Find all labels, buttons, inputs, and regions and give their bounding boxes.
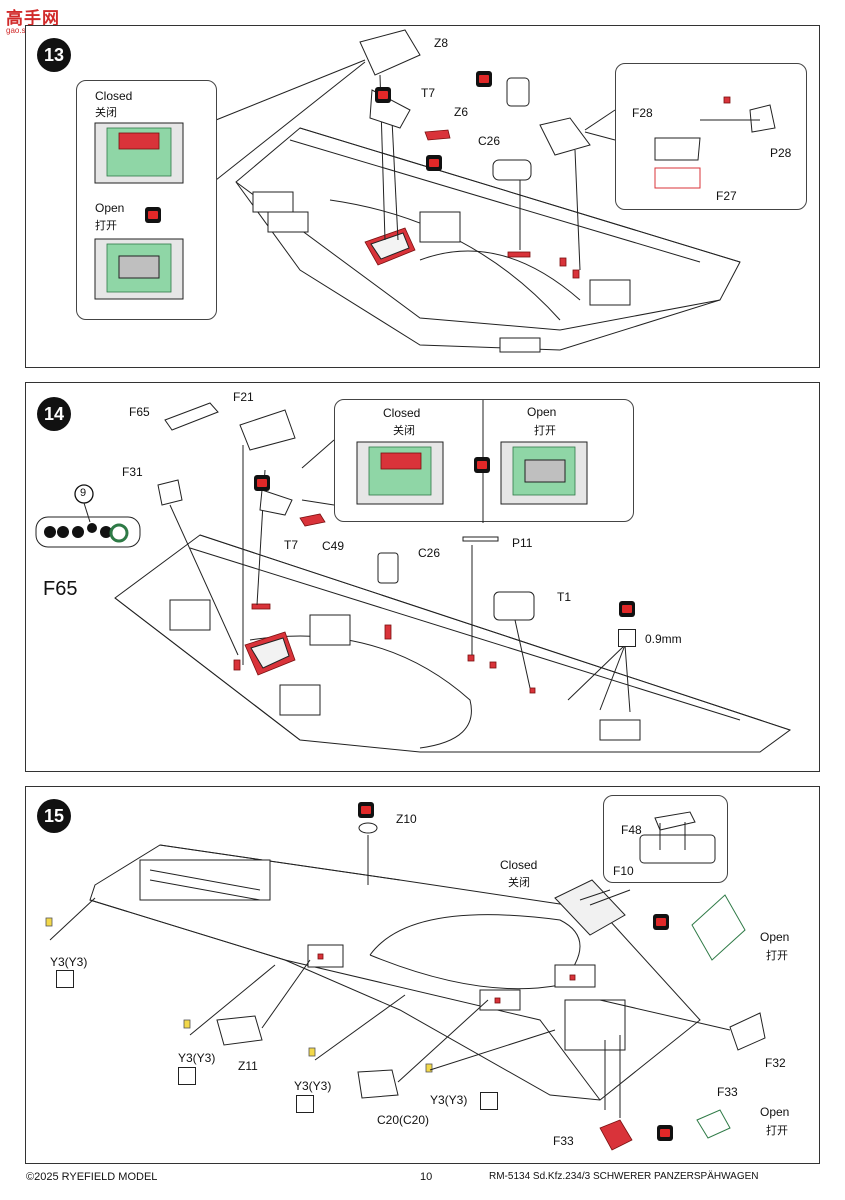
glue-icon <box>254 475 270 491</box>
flip-icon <box>619 601 635 617</box>
step-13-closed-cn: 关闭 <box>95 107 117 119</box>
part-c49: C49 <box>322 539 345 553</box>
part-p11: P11 <box>512 536 533 550</box>
part-f33-b: F33 <box>717 1085 738 1099</box>
part-y3-a: Y3(Y3) <box>50 955 88 969</box>
drill-icon <box>618 629 636 647</box>
part-f27: F27 <box>716 189 737 203</box>
flip-icon <box>426 155 442 171</box>
step-13-closed-label: Closed <box>95 89 133 103</box>
part-c26: C26 <box>478 134 501 148</box>
glue-icon <box>375 87 391 103</box>
part-z11: Z11 <box>238 1059 258 1073</box>
footer-product: RM-5134 Sd.Kfz.234/3 SCHWERER PANZERSPÄH… <box>489 1171 759 1182</box>
step-13-number: 13 <box>37 38 71 72</box>
step-13-detail-inset <box>615 63 807 210</box>
part-f33-a: F33 <box>553 1134 574 1148</box>
part-c26: C26 <box>418 546 441 560</box>
step-15-number: 15 <box>37 799 71 833</box>
part-p28: P28 <box>770 146 792 160</box>
paint-brush-icon <box>476 71 492 87</box>
step-14-closed-cn: 关闭 <box>393 425 415 437</box>
footer-copyright: ©2025 RYEFIELD MODEL <box>26 1171 158 1183</box>
footer-page-number: 10 <box>420 1171 433 1183</box>
part-y3-c: Y3(Y3) <box>294 1079 332 1093</box>
part-z8: Z8 <box>434 36 449 50</box>
part-f28: F28 <box>632 106 653 120</box>
part-t1: T1 <box>557 590 572 604</box>
closed-label: Closed <box>500 858 538 872</box>
dial-number: 9 <box>80 487 87 499</box>
open-close-icon <box>145 207 161 223</box>
part-y3-b: Y3(Y3) <box>178 1051 216 1065</box>
part-y3-d: Y3(Y3) <box>430 1093 468 1107</box>
part-f65: F65 <box>129 405 150 419</box>
step-13-open-label: Open <box>95 201 125 215</box>
part-t7: T7 <box>421 86 436 100</box>
part-f10: F10 <box>613 864 634 878</box>
closed-cn: 关闭 <box>508 877 530 889</box>
part-z10: Z10 <box>396 812 417 826</box>
step-14-closed-open-inset: Closed 关闭 Open 打开 <box>334 399 634 523</box>
hatch-views-14 <box>356 400 588 523</box>
glue-tool-icon <box>178 1067 196 1085</box>
step-14-open-cn: 打开 <box>534 425 556 437</box>
glue-tool-icon <box>56 970 74 988</box>
open-cn: 打开 <box>766 950 788 962</box>
flip-icon-2 <box>653 914 669 930</box>
step-13-open-cn: 打开 <box>95 220 117 232</box>
open2-cn: 打开 <box>766 1125 788 1137</box>
part-f48: F48 <box>621 823 642 837</box>
glue-tool-icon <box>480 1092 498 1110</box>
part-f21: F21 <box>233 390 254 404</box>
step-14-number: 14 <box>37 397 71 431</box>
watermark-title: 高手网 <box>6 9 60 29</box>
open-close-icon <box>474 457 490 473</box>
hatch-views <box>94 122 184 300</box>
part-t7: T7 <box>284 538 299 552</box>
step-14-open-label: Open <box>527 405 557 419</box>
step-13-closed-open-inset: Closed 关闭 Open 打开 <box>76 80 217 320</box>
glue-tool-icon <box>296 1095 314 1113</box>
part-z6: Z6 <box>454 105 469 119</box>
part-c20: C20(C20) <box>377 1113 430 1127</box>
part-f32: F32 <box>765 1056 786 1070</box>
open2-label: Open <box>760 1105 790 1119</box>
flip-icon-3 <box>657 1125 673 1141</box>
step-14-closed-label: Closed <box>383 406 421 420</box>
part-f31: F31 <box>122 465 143 479</box>
drill-size: 0.9mm <box>645 632 682 646</box>
flip-icon <box>358 802 374 818</box>
part-f65-large: F65 <box>43 578 78 600</box>
open-label: Open <box>760 930 790 944</box>
